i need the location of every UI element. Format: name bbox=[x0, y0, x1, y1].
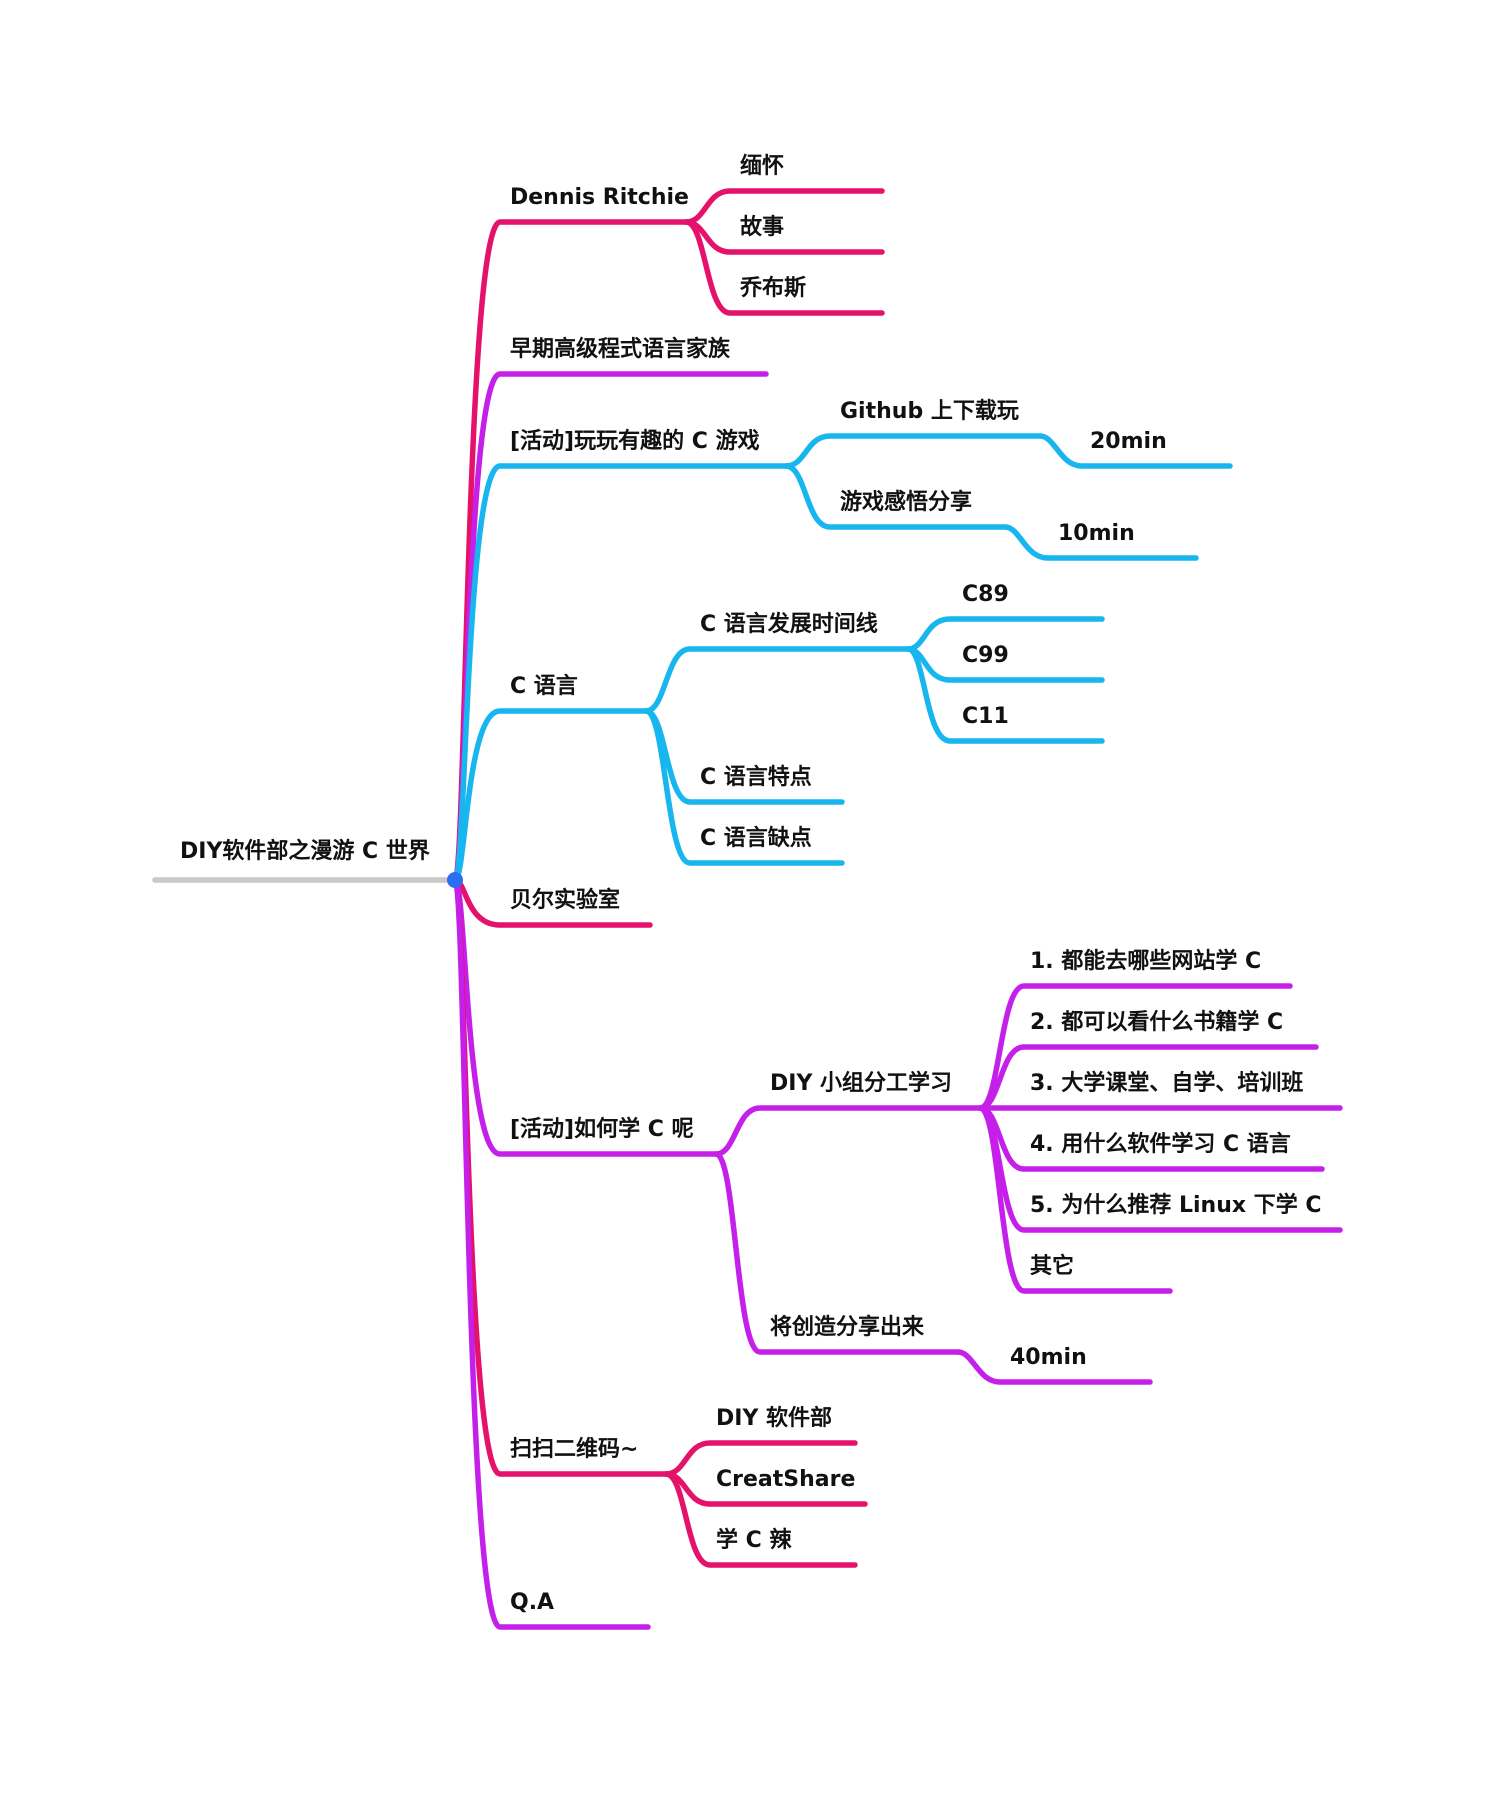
hub-node[interactable] bbox=[447, 872, 463, 888]
node-creatshare[interactable]: CreatShare bbox=[716, 1467, 855, 1492]
node-activity-game[interactable]: [活动]玩玩有趣的 C 游戏 bbox=[510, 428, 760, 454]
node-q2[interactable]: 2. 都可以看什么书籍学 C bbox=[1030, 1009, 1283, 1035]
node-github[interactable]: Github 上下载玩 bbox=[840, 398, 1019, 424]
node-qa[interactable]: Q.A bbox=[510, 1590, 554, 1615]
node-share-game[interactable]: 游戏感悟分享 bbox=[840, 489, 972, 515]
link-t10 bbox=[1002, 524, 1199, 561]
link-flaws bbox=[643, 708, 845, 866]
node-bell-labs[interactable]: 贝尔实验室 bbox=[510, 887, 620, 913]
node-root[interactable]: DIY软件部之漫游 C 世界 bbox=[180, 838, 430, 864]
node-early-languages[interactable]: 早期高级程式语言家族 bbox=[510, 336, 731, 362]
link-share-game bbox=[783, 463, 1008, 530]
node-xue-c-la[interactable]: 学 C 辣 bbox=[716, 1527, 792, 1553]
node-huaihuai[interactable]: 缅怀 bbox=[740, 153, 784, 179]
link-other bbox=[977, 1105, 1173, 1294]
link-github bbox=[783, 433, 1043, 469]
node-q1[interactable]: 1. 都能去哪些网站学 C bbox=[1030, 948, 1261, 974]
node-features[interactable]: C 语言特点 bbox=[700, 764, 812, 790]
node-diy-dept[interactable]: DIY 软件部 bbox=[716, 1405, 832, 1431]
node-q5[interactable]: 5. 为什么推荐 Linux 下学 C bbox=[1030, 1192, 1322, 1218]
link-act-game bbox=[452, 463, 789, 883]
node-20min[interactable]: 20min bbox=[1090, 429, 1167, 454]
node-c11[interactable]: C11 bbox=[962, 704, 1009, 729]
node-timeline[interactable]: C 语言发展时间线 bbox=[700, 611, 878, 637]
node-c99[interactable]: C99 bbox=[962, 643, 1009, 668]
node-create-share[interactable]: 将创造分享出来 bbox=[770, 1314, 925, 1340]
link-dennis bbox=[452, 219, 689, 883]
node-flaws[interactable]: C 语言缺点 bbox=[700, 825, 812, 851]
link-scan bbox=[452, 877, 669, 1477]
node-40min[interactable]: 40min bbox=[1010, 1345, 1087, 1370]
link-qiaobusi bbox=[683, 219, 885, 316]
link-c-lang bbox=[452, 708, 649, 883]
link-act-learn bbox=[452, 877, 719, 1157]
node-q4[interactable]: 4. 用什么软件学习 C 语言 bbox=[1030, 1131, 1291, 1157]
node-10min[interactable]: 10min bbox=[1058, 521, 1135, 546]
link-create-share bbox=[713, 1151, 961, 1355]
node-activity-learn[interactable]: [活动]如何学 C 呢 bbox=[510, 1116, 694, 1142]
node-q3[interactable]: 3. 大学课堂、自学、培训班 bbox=[1030, 1070, 1303, 1096]
node-c89[interactable]: C89 bbox=[962, 582, 1009, 607]
link-t40 bbox=[955, 1349, 1153, 1385]
link-diy-group bbox=[713, 1105, 983, 1157]
node-dennis-ritchie[interactable]: Dennis Ritchie bbox=[510, 185, 689, 210]
link-c11 bbox=[905, 646, 1105, 744]
link-t20 bbox=[1037, 433, 1233, 469]
node-gushi[interactable]: 故事 bbox=[740, 214, 784, 240]
node-scan-qr[interactable]: 扫扫二维码~ bbox=[510, 1436, 638, 1462]
node-other[interactable]: 其它 bbox=[1030, 1253, 1074, 1279]
link-timeline bbox=[643, 646, 911, 714]
node-c-language[interactable]: C 语言 bbox=[510, 673, 578, 699]
link-xue-c-la bbox=[663, 1471, 858, 1568]
node-diy-group[interactable]: DIY 小组分工学习 bbox=[770, 1070, 952, 1096]
link-qa bbox=[452, 877, 651, 1630]
node-qiaobusi[interactable]: 乔布斯 bbox=[739, 275, 806, 301]
